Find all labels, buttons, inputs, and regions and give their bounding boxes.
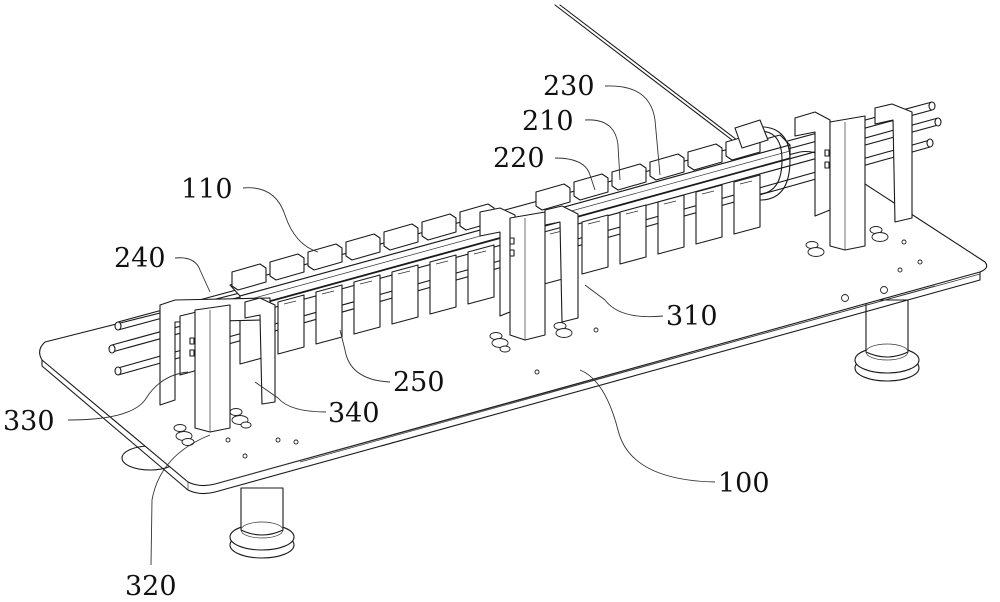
label-230: 230 xyxy=(543,71,595,102)
leader-240 xyxy=(175,258,210,292)
carrier-slot-body xyxy=(658,195,684,254)
carrier-slot-body xyxy=(696,185,722,244)
carrier-slot-body xyxy=(354,275,380,334)
carrier-slot-body xyxy=(316,285,342,344)
carrier-slot-body xyxy=(430,255,456,314)
label-210: 210 xyxy=(522,106,574,137)
label-240: 240 xyxy=(114,243,166,274)
label-250: 250 xyxy=(393,367,445,398)
label-320: 320 xyxy=(125,571,177,602)
leader-110 xyxy=(243,188,318,252)
label-310: 310 xyxy=(666,301,718,332)
label-340: 340 xyxy=(328,398,380,429)
carrier-slot-body xyxy=(468,245,494,304)
leader-100 xyxy=(580,370,715,482)
carrier-slot-body xyxy=(620,205,646,264)
carrier-slot-body xyxy=(278,295,304,354)
carrier-slot-body xyxy=(582,215,608,274)
carrier-slot-body xyxy=(734,175,760,234)
leg-front-left xyxy=(230,488,294,558)
label-110: 110 xyxy=(181,174,233,205)
label-330: 330 xyxy=(3,406,55,437)
label-220: 220 xyxy=(493,143,545,174)
label-100: 100 xyxy=(718,468,770,499)
carrier-slot-body xyxy=(392,265,418,324)
